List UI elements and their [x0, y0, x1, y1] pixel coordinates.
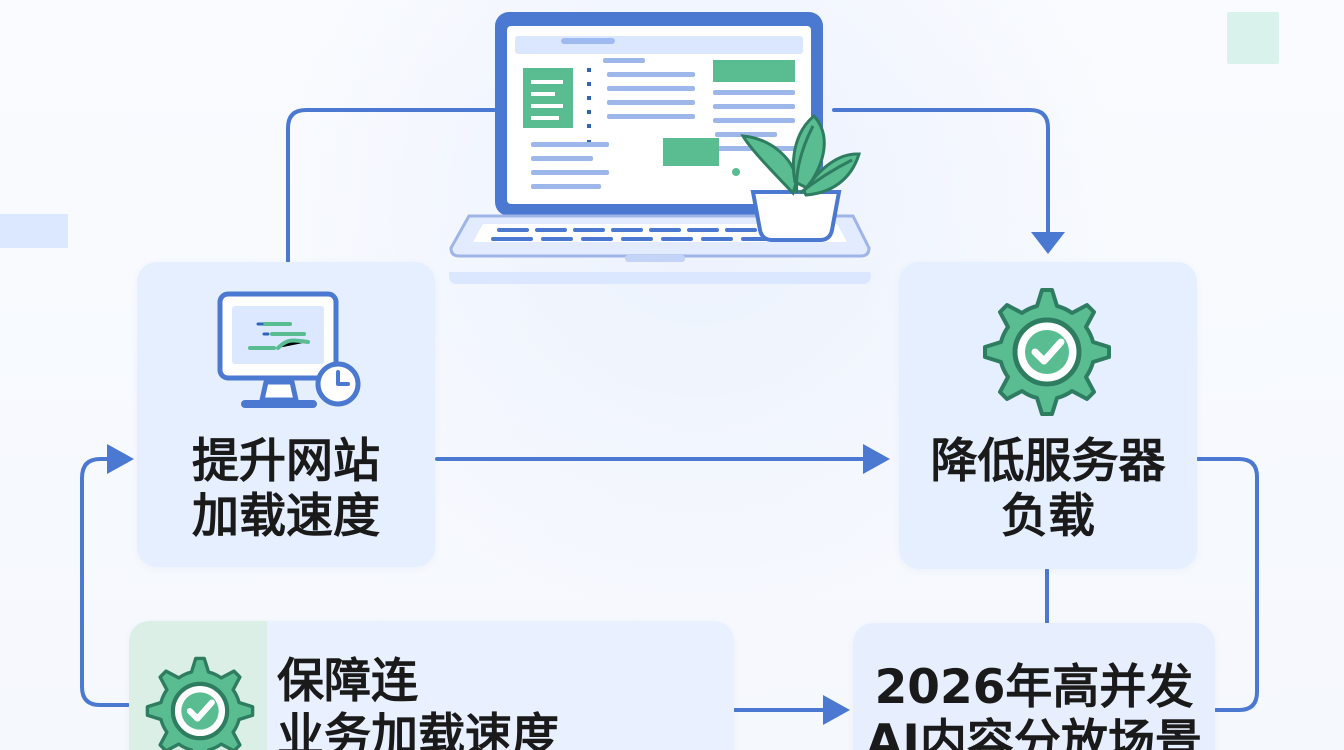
- website-speed-title: 提升网站 加载速度: [137, 434, 435, 544]
- monitor-clock-icon: [217, 291, 361, 408]
- ai-scenario-line-1: 2026年高并发: [874, 660, 1194, 715]
- left-loop-connector: [80, 457, 130, 707]
- top-right-arrowhead: [1031, 232, 1065, 254]
- stable-business-card: 保障连 业务加载速度: [129, 621, 734, 750]
- stable-business-title: 保障连 业务加载速度: [277, 654, 707, 750]
- stable-business-line-2: 业务加载速度: [277, 708, 559, 750]
- laptop-illustration-icon: [449, 12, 871, 284]
- ai-scenario-line-2: AI内容分放场景: [866, 714, 1202, 750]
- website-speed-line-1: 提升网站: [192, 434, 380, 489]
- server-load-card: 降低服务器 负载: [899, 262, 1197, 569]
- website-speed-card: 提升网站 加载速度: [137, 262, 435, 567]
- ai-scenario-title: 2026年高并发 AI内容分放场景: [853, 660, 1215, 750]
- gear-check-icon: [145, 656, 255, 750]
- left-loop-arrowhead: [107, 444, 134, 474]
- server-load-line-1: 降低服务器: [930, 434, 1166, 489]
- stable-business-line-1: 保障连: [277, 654, 418, 709]
- ai-scenario-card: 2026年高并发 AI内容分放场景: [853, 623, 1215, 750]
- middle-arrowhead: [863, 444, 890, 474]
- gear-check-icon: [983, 288, 1111, 416]
- website-speed-line-2: 加载速度: [192, 488, 380, 544]
- decorative-square: [1227, 12, 1279, 64]
- bottom-arrowhead: [823, 695, 850, 725]
- decorative-bar: [0, 214, 68, 248]
- server-load-line-2: 负载: [1001, 488, 1095, 544]
- server-load-title: 降低服务器 负载: [899, 434, 1197, 544]
